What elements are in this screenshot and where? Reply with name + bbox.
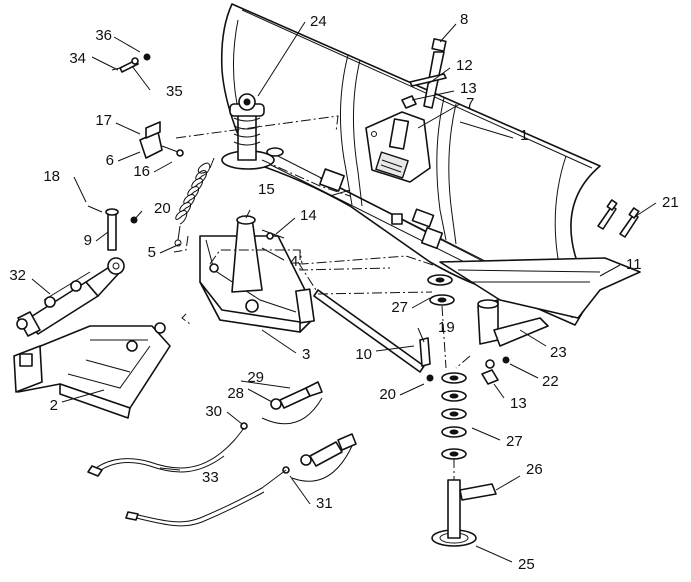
callout-27b: 27 (506, 433, 523, 450)
callout-20a: 20 (154, 200, 171, 217)
callout-12: 12 (456, 57, 473, 74)
callout-5: 5 (148, 244, 156, 261)
callout-19: 19 (438, 319, 455, 336)
callout-32: 32 (9, 267, 26, 284)
control-valve-fittings (240, 381, 357, 482)
assembly-center-lines (173, 115, 471, 480)
callout-28: 28 (227, 385, 244, 402)
callout-numbers: 1 2 3 4 5 6 7 8 9 10 11 12 13 13 14 15 1… (9, 11, 678, 573)
blade-hinge-brackets (319, 168, 444, 250)
callout-3: 3 (302, 346, 310, 363)
callout-13b: 13 (510, 395, 527, 412)
small-hardware (111, 53, 151, 73)
push-frame-mount (13, 322, 171, 419)
callout-35: 35 (166, 83, 183, 100)
callout-7: 7 (466, 95, 474, 112)
callout-18: 18 (43, 168, 60, 185)
hydraulic-hoses (87, 427, 287, 527)
callout-8: 8 (460, 11, 468, 28)
callout-13a: 13 (460, 80, 477, 97)
callout-36: 36 (95, 27, 112, 44)
cylinder-pin (87, 205, 138, 251)
callout-2: 2 (50, 397, 58, 414)
callout-leaders (31, 21, 657, 563)
callout-27a: 27 (391, 299, 408, 316)
callout-14: 14 (300, 207, 317, 224)
callout-33: 33 (202, 469, 219, 486)
shoe-washers-stack (441, 372, 467, 460)
callout-10: 10 (355, 346, 372, 363)
edge-bolts (597, 199, 640, 238)
callout-26: 26 (526, 461, 543, 478)
callout-11: 11 (626, 256, 642, 273)
callout-29: 29 (247, 369, 264, 386)
callout-1: 1 (520, 127, 528, 144)
cutting-edge (439, 257, 641, 319)
pivot-rod (313, 289, 434, 382)
hydraulic-cylinder (16, 257, 125, 337)
callout-34: 34 (69, 50, 86, 67)
skid-shoe-assembly (427, 274, 497, 547)
callout-16: 16 (133, 163, 150, 180)
callout-15: 15 (258, 181, 275, 198)
callout-30: 30 (205, 403, 222, 420)
trip-spring (174, 157, 215, 247)
spring-bracket (139, 121, 184, 159)
callout-6: 6 (106, 152, 114, 169)
callout-31: 31 (316, 495, 333, 512)
callout-25: 25 (518, 556, 535, 573)
a-frame-quadrant (199, 215, 315, 333)
callout-9: 9 (84, 232, 92, 249)
callout-21: 21 (662, 194, 679, 211)
callout-23: 23 (550, 344, 567, 361)
callout-24: 24 (310, 13, 327, 30)
center-pivot-plate (365, 111, 431, 183)
spring-bolt-assembly (221, 93, 284, 170)
callout-20b: 20 (379, 386, 396, 403)
upper-washers (427, 274, 455, 306)
callout-22: 22 (542, 373, 559, 390)
callout-17: 17 (95, 112, 112, 129)
shoe-mount-bracket (477, 299, 549, 385)
callout-4: 4 (290, 253, 298, 270)
